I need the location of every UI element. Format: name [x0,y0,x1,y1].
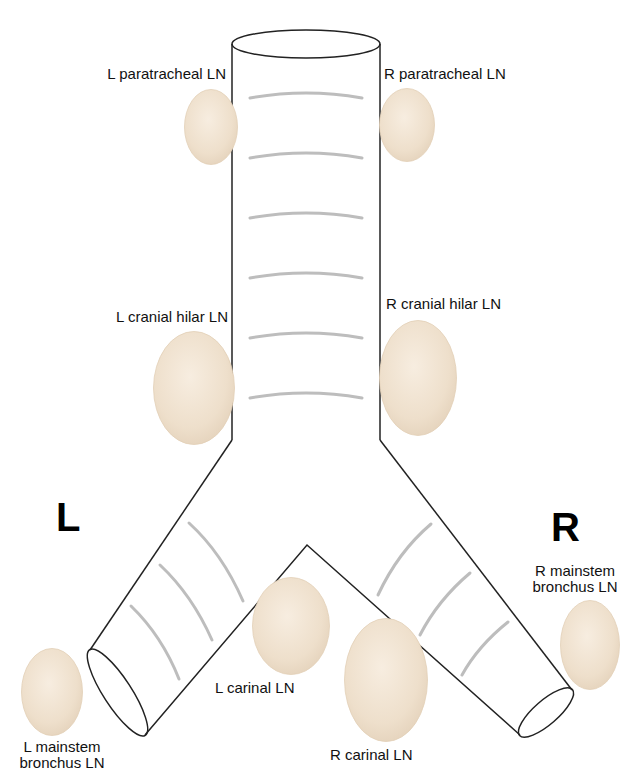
node-label: L carinal LN [215,680,294,696]
node-label: L cranial hilar LN [116,309,228,325]
lymph-node: R cranial hilar LN [379,320,457,436]
lymph-node-shape [184,89,238,165]
lymph-node-shape [379,88,435,162]
lymph-node: L cranial hilar LN [153,331,235,445]
lymph-node-shape [379,320,457,436]
lymph-node: L carinal LN [252,577,330,675]
lymph-node-shape [21,648,83,736]
lymph-node-shape [560,600,620,690]
side-label: R [551,507,580,547]
lymph-node-shape [344,618,428,742]
node-label: L paratracheal LN [107,66,226,82]
lymph-node: R mainstem bronchus LN [560,600,620,690]
node-label: R paratracheal LN [384,66,506,82]
node-label: R mainstem bronchus LN [527,563,623,595]
lymph-node-shape [153,331,235,445]
lymph-node-shape [252,577,330,675]
lymph-node: L mainstem bronchus LN [21,648,83,736]
lymph-node: R carinal LN [344,618,428,742]
lymph-node: R paratracheal LN [379,88,435,162]
node-label: R cranial hilar LN [386,296,501,312]
side-label: L [56,497,80,537]
node-label: R carinal LN [330,747,413,763]
lymph-node: L paratracheal LN [184,89,238,165]
node-label: L mainstem bronchus LN [7,739,117,771]
